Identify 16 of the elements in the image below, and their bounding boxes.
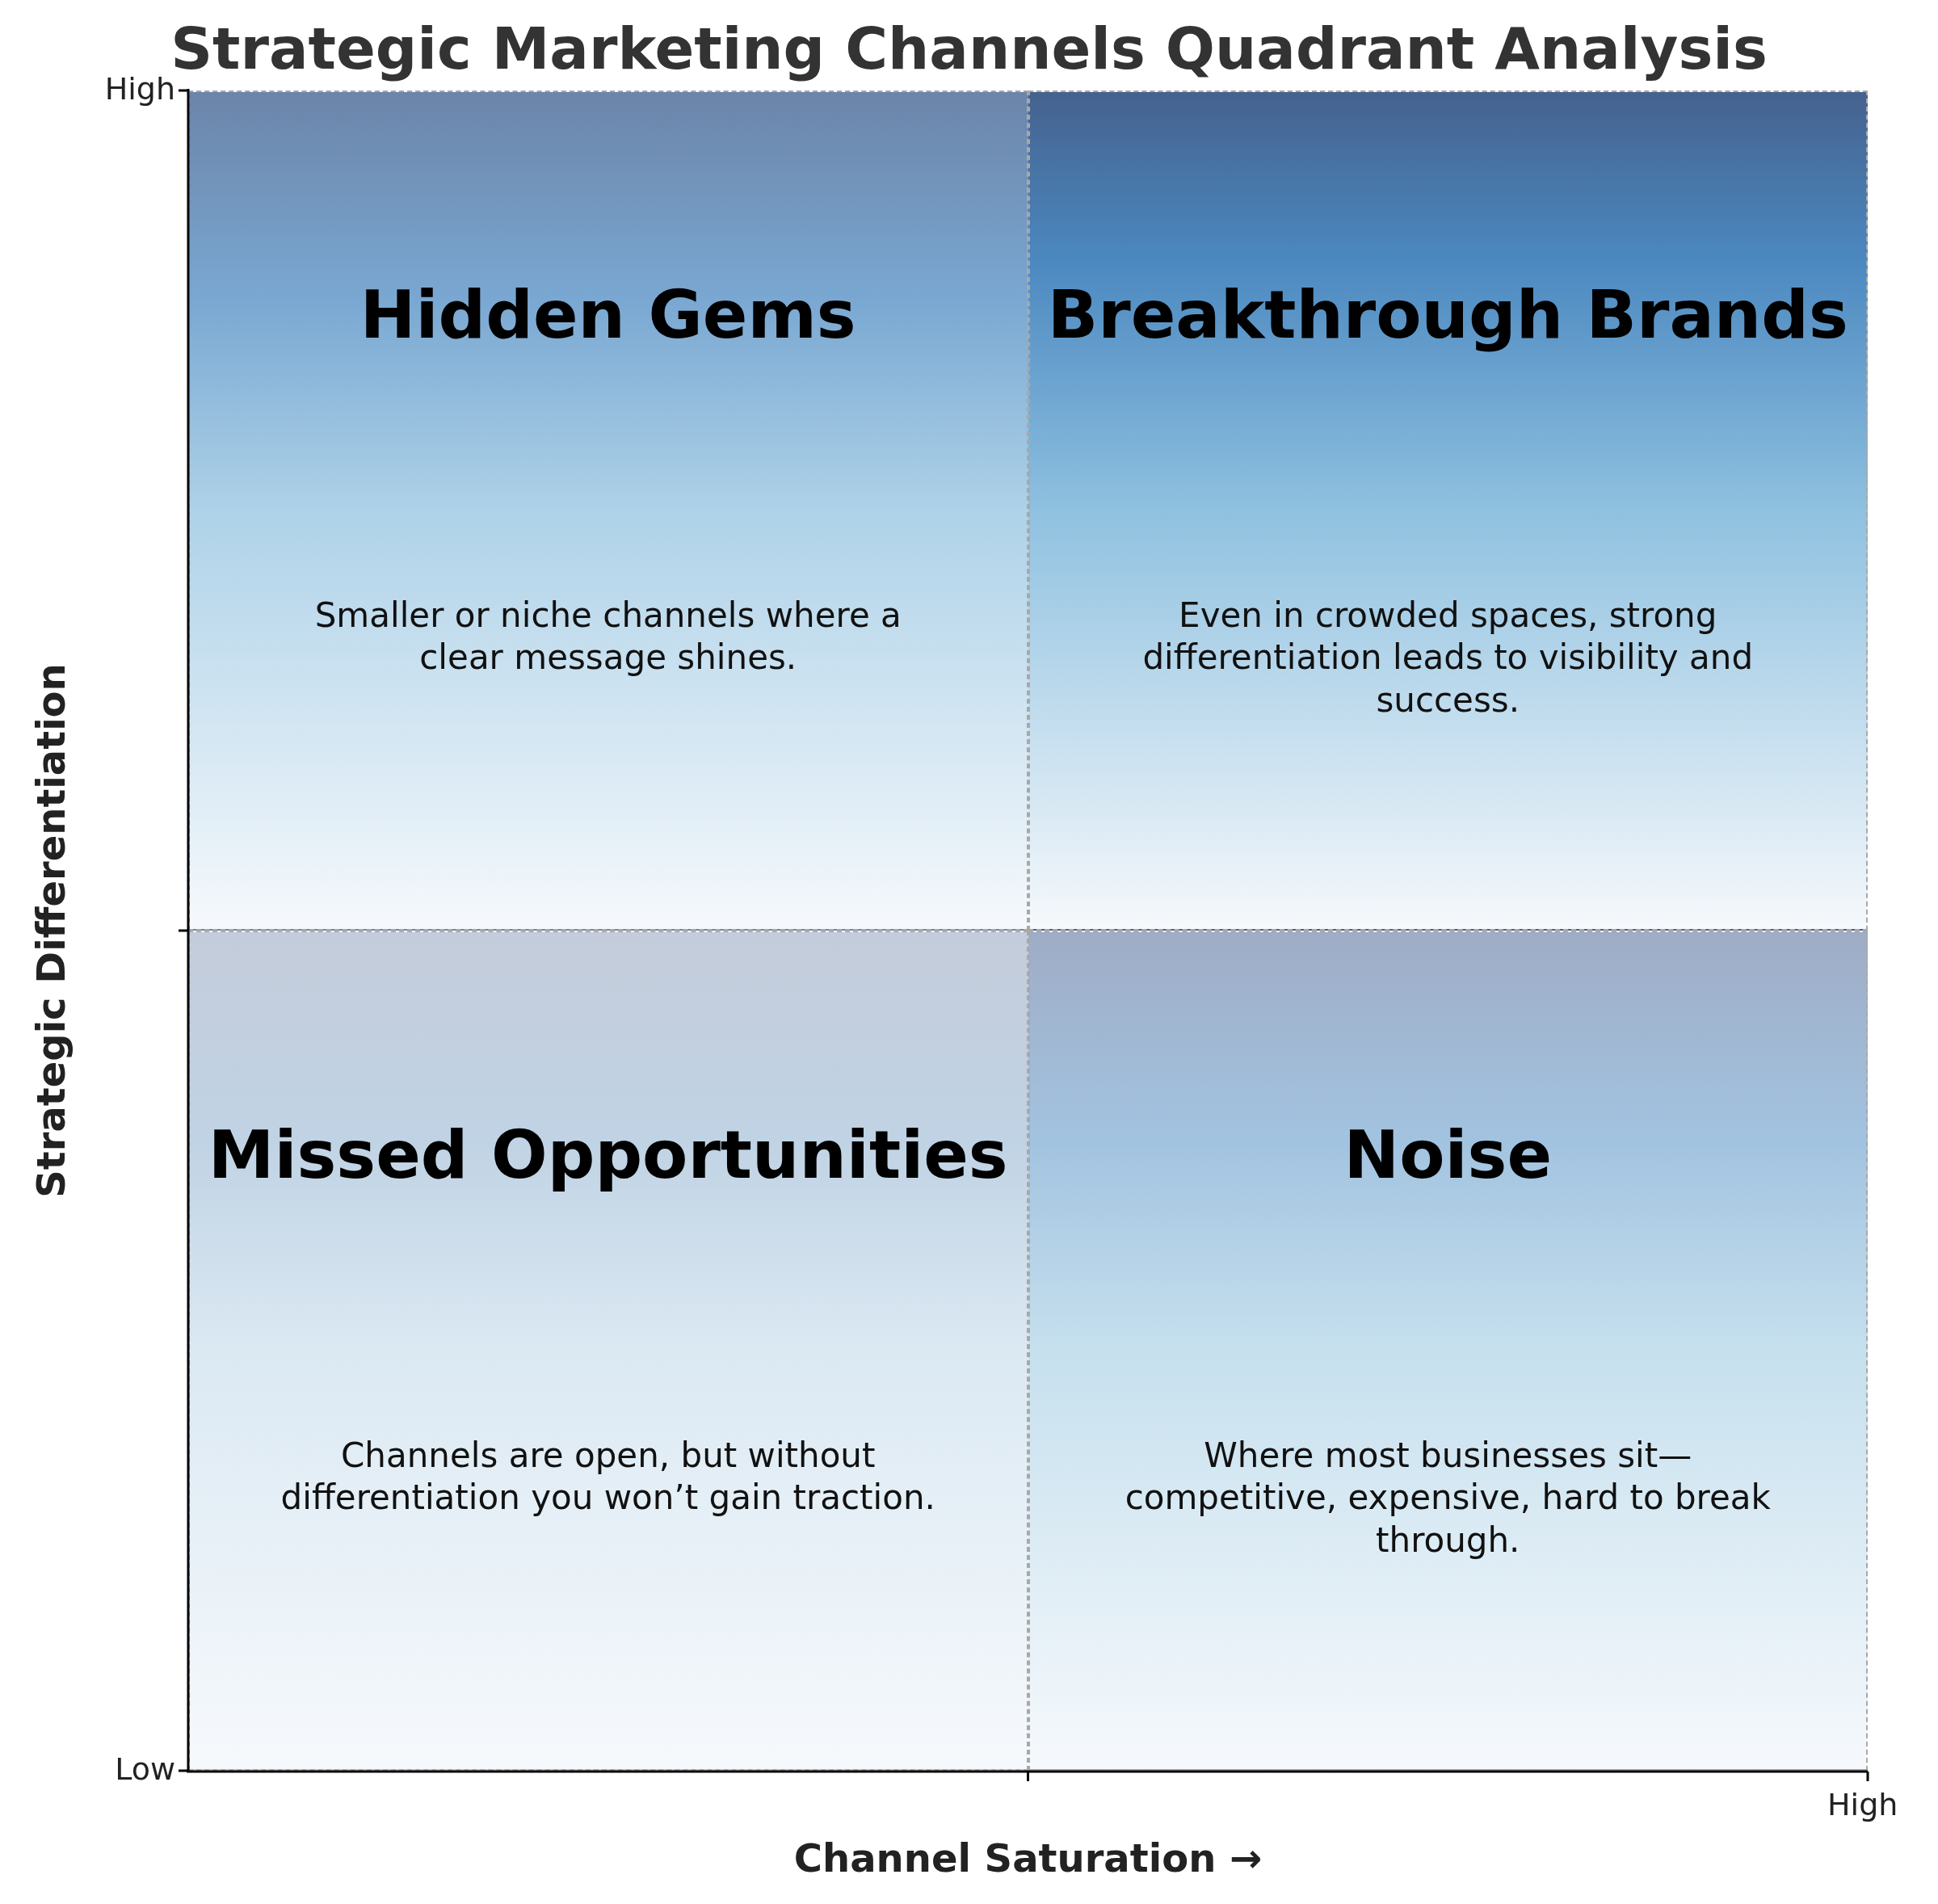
quadrant-title: Noise [1343, 1116, 1553, 1193]
quadrant-panel [1028, 90, 1868, 931]
quadrant-panel [1028, 931, 1868, 1771]
axis-tick-label: High [1827, 1787, 1898, 1822]
quadrant-title: Hidden Gems [359, 275, 857, 353]
axis-tick-label: Low [115, 1751, 175, 1787]
quadrant-description: Smaller or niche channels where a clear message shines. [313, 594, 902, 679]
quadrant-panel [188, 90, 1028, 931]
quadrant-description: Even in crowded spaces, strong differentiation leads to visibility and success. [1141, 594, 1755, 721]
quadrant-title: Missed Opportunities [207, 1116, 1009, 1193]
quadrant-description: Where most businesses sit—competitive, expensive, hard to break through. [1124, 1434, 1772, 1561]
quadrant-description: Channels are open, but without differentiation you won’t gain traction. [280, 1434, 936, 1519]
quadrant-panel [188, 931, 1028, 1771]
axis-title: Channel Saturation → [793, 1835, 1263, 1881]
axis-title: Strategic Differentiation [28, 663, 74, 1198]
quadrant-title: Breakthrough Brands [1046, 275, 1849, 353]
